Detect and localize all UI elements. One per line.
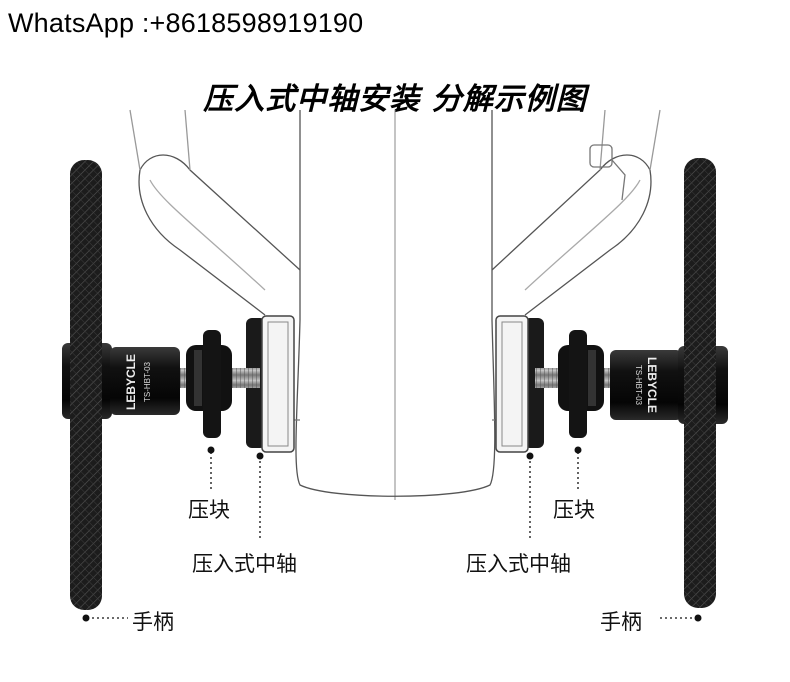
handle-left bbox=[70, 160, 102, 610]
bike-frame-drawing bbox=[129, 109, 661, 500]
label-handle-left: 手柄 bbox=[132, 610, 174, 634]
label-handle-right: 手柄 bbox=[600, 610, 642, 634]
press-block-left bbox=[186, 330, 232, 438]
label-press-block-left: 压块 bbox=[188, 498, 230, 522]
press-block-right bbox=[558, 330, 604, 438]
bottom-bracket-right bbox=[495, 315, 544, 453]
bottom-bracket-left bbox=[246, 315, 295, 453]
callout-dots bbox=[82, 446, 702, 622]
label-bottom-bracket-left: 压入式中轴 bbox=[192, 552, 297, 576]
brand-text-right: LEBYCLE bbox=[645, 357, 659, 413]
brand-text-left: LEBYCLE bbox=[124, 354, 138, 410]
handle-right bbox=[684, 158, 716, 608]
model-text-left: TS-HBT-03 bbox=[143, 361, 152, 402]
label-press-block-right: 压块 bbox=[553, 498, 595, 522]
model-text-right: TS-HBT-03 bbox=[634, 365, 643, 406]
diagram-title: 压入式中轴安装 分解示例图 bbox=[203, 82, 587, 117]
contact-watermark: WhatsApp :+8618598919190 bbox=[8, 8, 364, 38]
callout-lines bbox=[92, 452, 694, 619]
label-bottom-bracket-right: 压入式中轴 bbox=[466, 552, 571, 576]
